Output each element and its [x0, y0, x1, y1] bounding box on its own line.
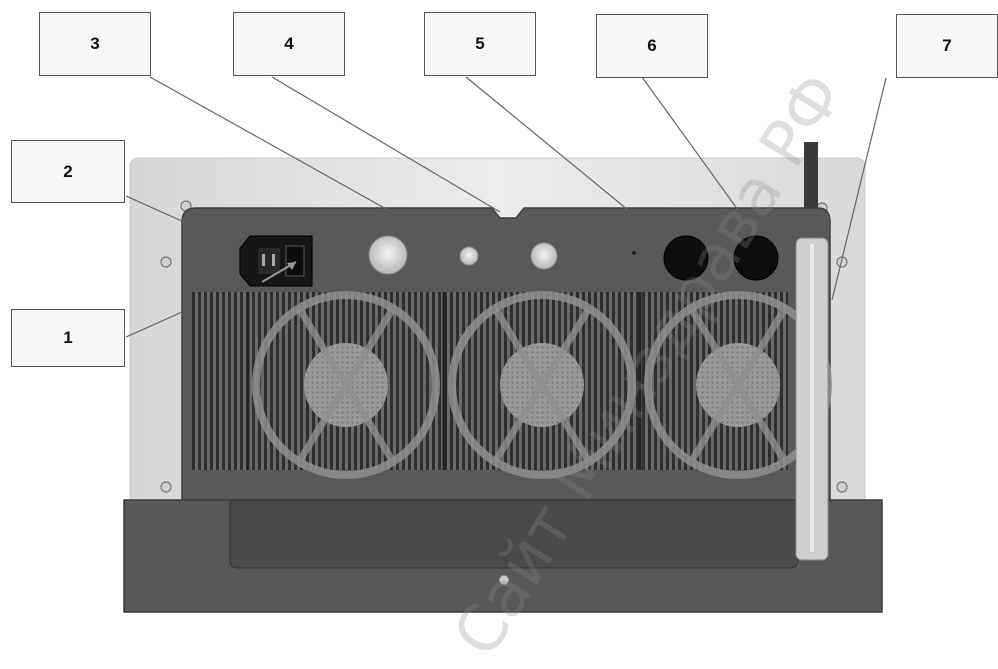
callout-7: 7: [896, 14, 998, 78]
power-switch-icon: [286, 246, 304, 276]
callout-1: 1: [11, 309, 125, 367]
callout-3: 3: [39, 12, 151, 76]
screw-icon: [837, 482, 847, 492]
callout-2: 2: [11, 140, 125, 203]
indicator-dot: [632, 251, 636, 255]
round-port-icon: [460, 247, 478, 265]
round-port-icon: [531, 243, 557, 269]
callout-5: 5: [424, 12, 536, 76]
round-port-icon: [369, 236, 407, 274]
power-inlet-module: [240, 236, 312, 286]
callout-4: 4: [233, 12, 345, 76]
callout-6: 6: [596, 14, 708, 78]
screw-icon: [161, 257, 171, 267]
screw-icon: [161, 482, 171, 492]
